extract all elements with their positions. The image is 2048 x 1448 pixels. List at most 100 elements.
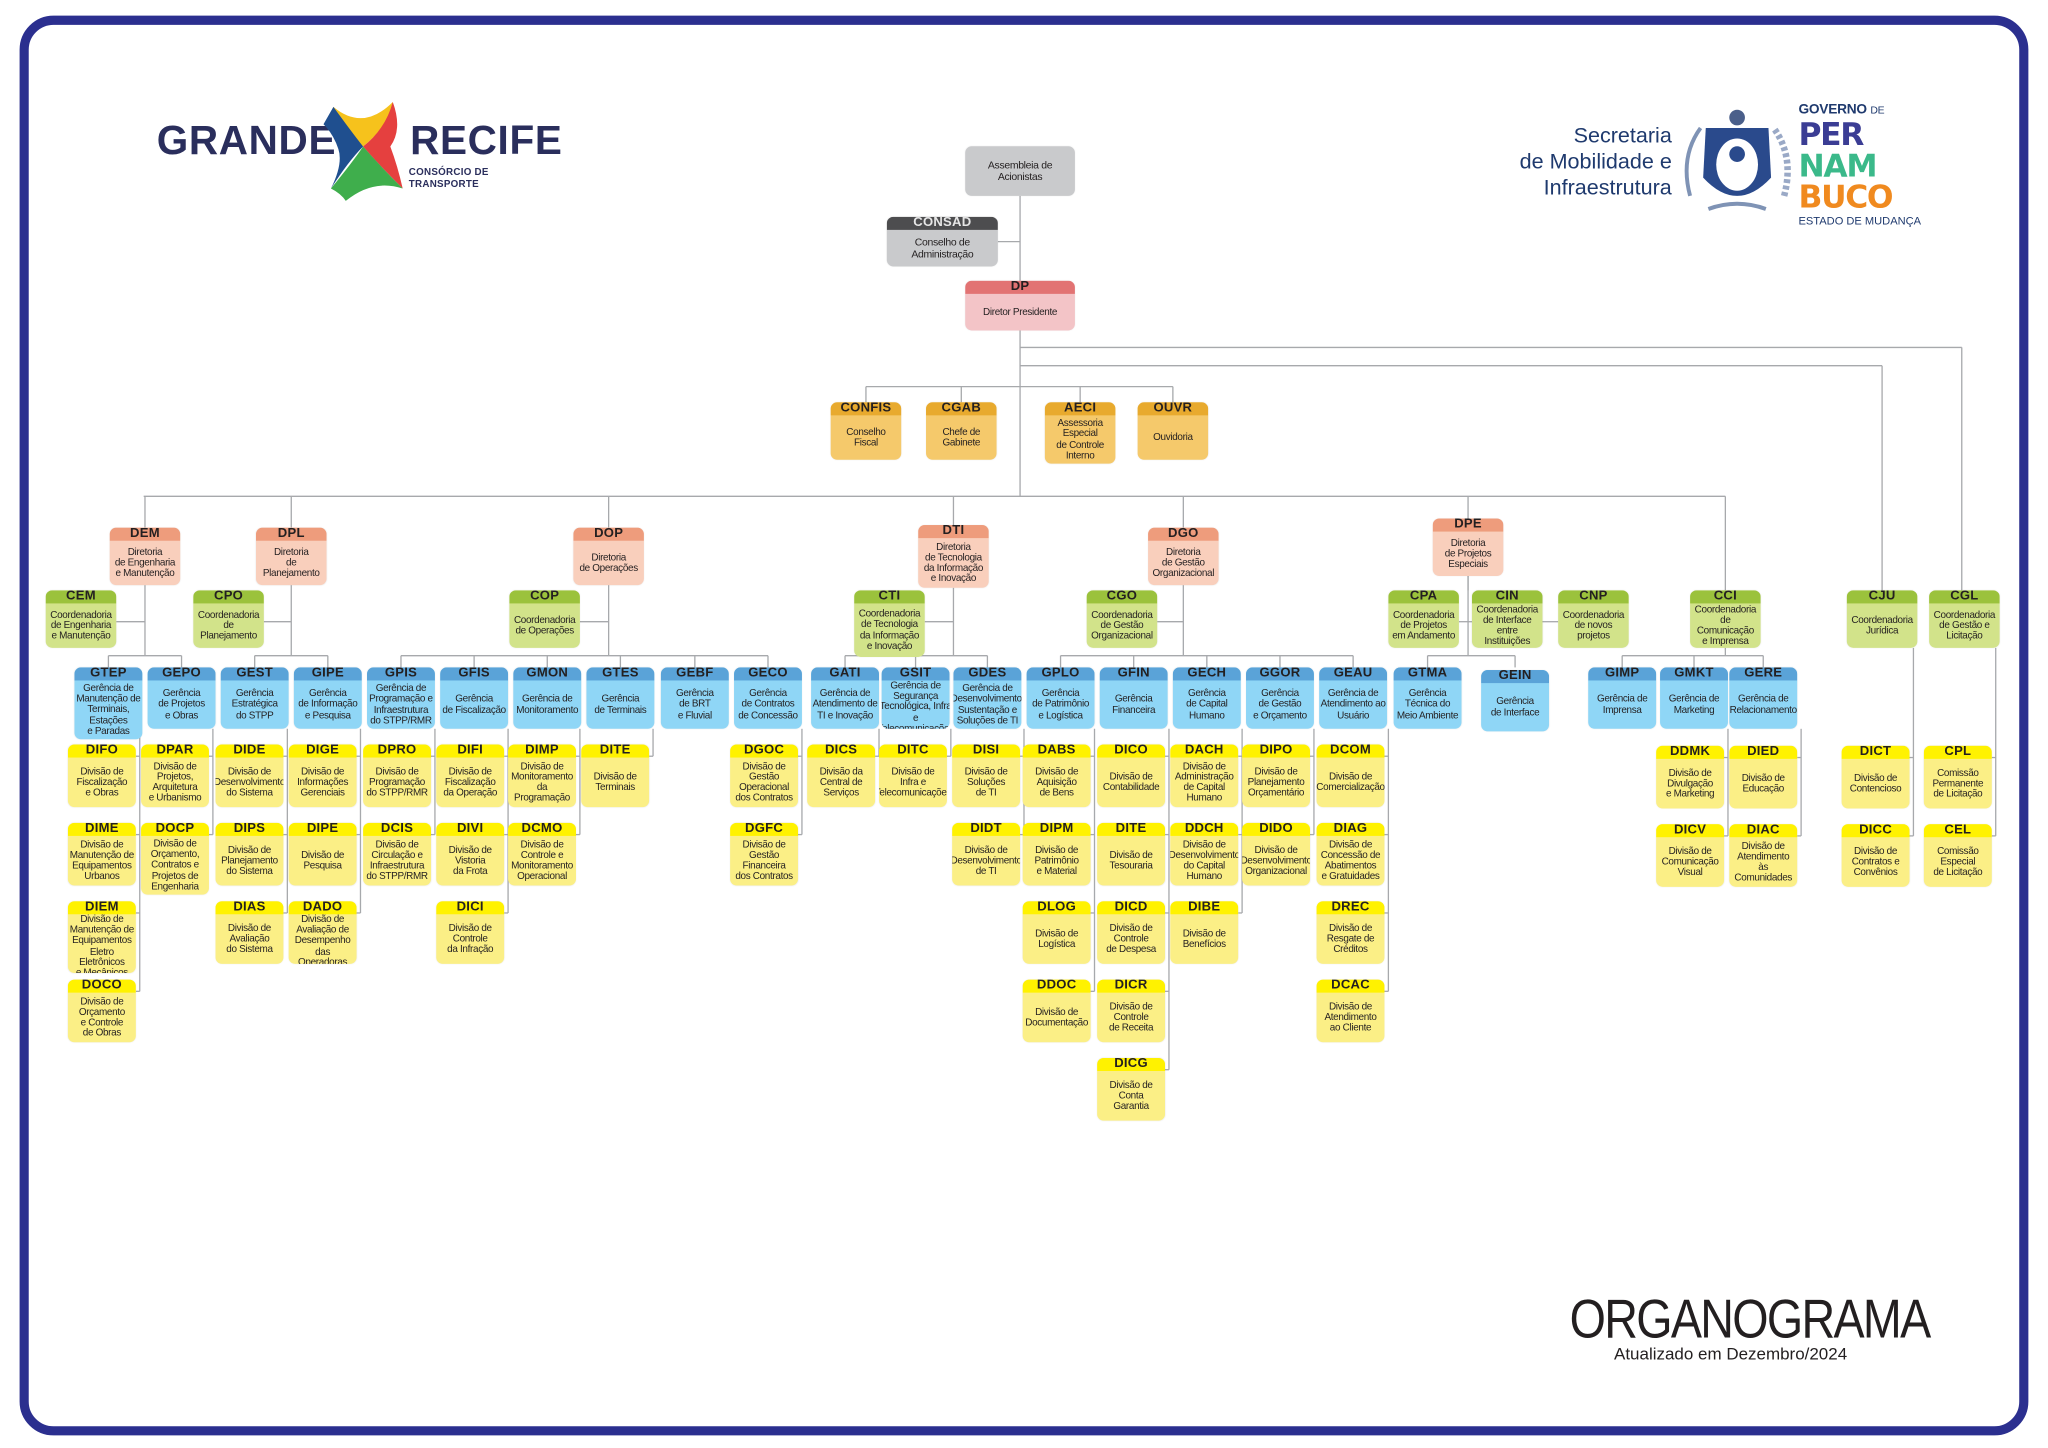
grande-recife-logo: GRANDE RECIFE CONSÓRCIO DE TRANSPORTE bbox=[154, 91, 563, 209]
unit-code: DCMO bbox=[508, 822, 576, 836]
pe-line-nam: NAM bbox=[1798, 147, 1877, 185]
unit-name: Divisão de Resgate de Créditos bbox=[1326, 921, 1375, 955]
unit-code: DADO bbox=[288, 901, 357, 915]
unit-name: Divisão de Manutenção de Equipamentos Ur… bbox=[69, 837, 134, 882]
unit-code: DIDT bbox=[952, 822, 1021, 836]
unit-name: Divisão de Contratos e Convênios bbox=[1851, 844, 1900, 878]
unit-code: GTMA bbox=[1393, 667, 1462, 681]
unit-code: DCAC bbox=[1316, 979, 1385, 993]
state-coat-of-arms-icon bbox=[1684, 109, 1791, 211]
secretaria-label: Secretaria de Mobilidade e Infraestrutur… bbox=[1460, 123, 1672, 201]
unit-code: DACH bbox=[1170, 744, 1239, 758]
unit-name: Gerência de Segurança Tecnológica, Infra… bbox=[881, 679, 950, 729]
unit-name: Diretoria de Engenharia e Manutenção bbox=[114, 545, 176, 579]
unit-code: DGO bbox=[1148, 527, 1219, 541]
unit-code: DTI bbox=[918, 525, 989, 539]
unit-name: Divisão de Circulação e Infraestrutura d… bbox=[366, 837, 428, 882]
unit-name: Gerência de Projetos e Obras bbox=[158, 687, 205, 721]
unit-name: Gerência de Contratos de Concessão bbox=[738, 687, 798, 721]
x-mark-icon bbox=[323, 101, 403, 201]
unit-code: GPLO bbox=[1026, 667, 1095, 681]
unit-code: DIPM bbox=[1022, 822, 1091, 836]
unit-name: Divisão de Comunicação Visual bbox=[1661, 844, 1719, 878]
unit-name: Divisão de Monitoramento da Programação bbox=[511, 759, 573, 804]
unit-name: Divisão de Desenvolvimento de TI bbox=[952, 843, 1021, 877]
unit-code: CTI bbox=[854, 590, 925, 604]
unit-code: CNP bbox=[1558, 590, 1629, 604]
unit-code: DEM bbox=[109, 527, 181, 541]
unit-code: GIPE bbox=[293, 667, 362, 681]
unit-name: Divisão de Pesquisa bbox=[301, 848, 345, 872]
unit-name: Coordenadoria Jurídica bbox=[1851, 613, 1913, 637]
unit-code: GTES bbox=[586, 667, 655, 681]
unit-name: Coordenadoria de Interface entre Institu… bbox=[1476, 602, 1539, 647]
unit-code: CONSAD bbox=[886, 216, 998, 230]
unit-code: DP bbox=[965, 280, 1075, 294]
pe-line-buco: BUCO bbox=[1798, 178, 1893, 216]
unit-code: DICS bbox=[807, 744, 876, 758]
unit-name: Gerência Estratégica do STPP bbox=[231, 687, 278, 721]
unit-name: Divisão de Orçamento, Contratos e Projet… bbox=[150, 837, 200, 892]
unit-name: Comissão Especial de Licitação bbox=[1933, 844, 1983, 878]
unit-name: Divisão de Atendimento às Comunidades bbox=[1734, 839, 1793, 884]
unit-name: Gerência de Imprensa bbox=[1596, 692, 1648, 716]
unit-name: Gerência de Manutenção de Terminais, Est… bbox=[76, 681, 141, 737]
unit-code: DDCH bbox=[1170, 822, 1239, 836]
unit-code: DCIS bbox=[363, 822, 432, 836]
unit-code: DIPE bbox=[288, 822, 357, 836]
logo-word-recife: RECIFE bbox=[410, 117, 563, 164]
unit-code: COP bbox=[509, 590, 580, 604]
unit-code: GFIN bbox=[1099, 667, 1168, 681]
unit-code: CGL bbox=[1929, 590, 2000, 604]
unit-name: Assessoria Especial de Controle Interno bbox=[1056, 416, 1104, 461]
unit-name: Diretoria de Tecnologia da Informação e … bbox=[923, 540, 984, 585]
unit-name: Divisão de Logística bbox=[1035, 927, 1079, 950]
unit-name: Coordenadoria de Engenharia e Manutenção bbox=[50, 608, 112, 642]
unit-code: DIPS bbox=[215, 822, 284, 836]
unit-name: Divisão de Conta Garantia bbox=[1109, 1078, 1153, 1112]
unit-name: Divisão de Desenvolvimento Organizaciona… bbox=[1242, 843, 1311, 877]
secretaria-line: Infraestrutura bbox=[1543, 176, 1672, 200]
unit-name: Divisão de Documentação bbox=[1025, 1005, 1089, 1028]
unit-code: GEIN bbox=[1481, 670, 1550, 684]
unit-code: CGAB bbox=[926, 402, 997, 416]
org-unit-dicd: DICD Divisão de Controle de Despesa bbox=[1097, 901, 1166, 964]
unit-code: DICD bbox=[1097, 901, 1166, 915]
unit-name: Divisão de Controle de Despesa bbox=[1106, 921, 1156, 955]
unit-name: Divisão de Contencioso bbox=[1849, 771, 1902, 795]
unit-code: DIMP bbox=[508, 744, 576, 758]
unit-name: Divisão de Controle da Infração bbox=[447, 921, 494, 955]
org-unit-didt: DIDT Divisão de Desenvolvimento de TI bbox=[952, 822, 1021, 886]
unit-code: DICV bbox=[1656, 824, 1725, 838]
unit-code: GSIT bbox=[881, 667, 950, 681]
unit-code: DREC bbox=[1316, 901, 1385, 915]
unit-name: Divisão de Comercialização bbox=[1316, 770, 1385, 793]
